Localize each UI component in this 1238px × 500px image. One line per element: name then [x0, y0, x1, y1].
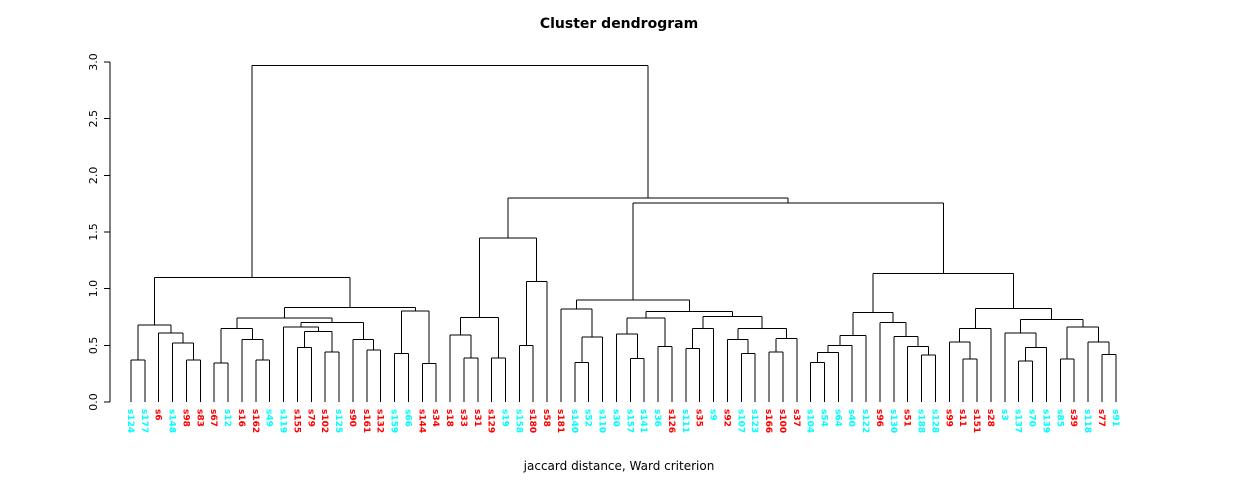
leaf-label: s11 — [957, 409, 967, 427]
y-tick-label: 0.0 — [87, 393, 100, 411]
leaf-label: s125 — [333, 409, 343, 433]
leaf-label: s119 — [278, 409, 288, 433]
leaf-label: s33 — [458, 409, 468, 427]
leaf-label: s70 — [1027, 409, 1037, 427]
leaf-label: s36 — [652, 409, 662, 427]
leaf-label: s28 — [985, 409, 995, 427]
leaf-label: s155 — [291, 409, 301, 433]
leaf-label: s132 — [375, 409, 385, 433]
leaf-label: s157 — [624, 409, 634, 433]
leaf-label: s144 — [416, 409, 426, 433]
dendrogram-lines — [104, 61, 1117, 403]
leaf-label: s19 — [499, 409, 509, 427]
leaf-label: s151 — [971, 409, 981, 433]
leaf-label: s129 — [486, 409, 496, 433]
leaf-label: s166 — [763, 409, 773, 433]
leaf-label: s92 — [721, 409, 731, 427]
leaf-label: s126 — [666, 409, 676, 433]
leaf-label: s128 — [929, 409, 939, 433]
leaf-label: s39 — [1068, 409, 1078, 427]
leaf-label: s188 — [916, 409, 926, 433]
leaf-label: s85 — [1054, 409, 1064, 427]
plot-xlabel: jaccard distance, Ward criterion — [523, 459, 715, 473]
leaf-label: s35 — [694, 409, 704, 427]
leaf-label: s40 — [846, 409, 856, 427]
leaf-label: s12 — [222, 409, 232, 427]
leaf-label: s91 — [1110, 409, 1120, 427]
leaf-label: s100 — [777, 409, 787, 433]
leaf-label: s83 — [194, 409, 204, 427]
leaf-label: s54 — [819, 409, 829, 427]
y-tick-label: 1.5 — [87, 223, 100, 241]
plot-title: Cluster dendrogram — [539, 16, 699, 32]
leaf-label: s18 — [444, 409, 454, 427]
leaf-label: s49 — [264, 409, 274, 427]
leaf-label: s181 — [555, 409, 565, 433]
leaf-label: s102 — [319, 409, 329, 433]
y-tick-label: 0.5 — [87, 337, 100, 355]
leaf-label: s30 — [610, 409, 620, 427]
leaf-label: s124 — [125, 409, 135, 433]
leaf-label: s148 — [167, 409, 177, 433]
leaf-label: s37 — [791, 409, 801, 427]
leaf-label: s64 — [832, 409, 842, 427]
y-tick-label: 3.0 — [87, 53, 100, 70]
leaf-label: s3 — [999, 409, 1009, 421]
leaf-label: s98 — [180, 409, 190, 427]
leaf-label: s158 — [513, 409, 523, 433]
leaf-label: s104 — [805, 409, 815, 433]
leaf-label: s99 — [943, 409, 953, 427]
leaf-label: s67 — [208, 409, 218, 427]
leaf-label: s6 — [153, 409, 163, 421]
leaf-label: s52 — [583, 409, 593, 427]
leaf-label: s161 — [361, 409, 371, 433]
y-tick-label: 1.0 — [87, 280, 100, 298]
leaf-label: s9 — [708, 409, 718, 421]
leaf-label: s162 — [250, 409, 260, 433]
leaf-label: s123 — [749, 409, 759, 433]
leaf-label: s51 — [902, 409, 912, 427]
leaf-label: s141 — [638, 409, 648, 433]
leaf-label: s122 — [860, 409, 870, 433]
leaf-label: s90 — [347, 409, 357, 427]
leaf-label: s140 — [569, 409, 579, 433]
leaf-label: s79 — [305, 409, 315, 427]
leaf-label: s96 — [874, 409, 884, 427]
leaf-label: s137 — [1013, 409, 1023, 433]
leaf-label: s139 — [1040, 409, 1050, 433]
leaf-label: s130 — [888, 409, 898, 433]
leaf-label: s107 — [735, 409, 745, 433]
leaf-label: s177 — [139, 409, 149, 433]
leaf-label: s66 — [402, 409, 412, 427]
leaf-label: s159 — [389, 409, 399, 433]
leaf-label: s111 — [680, 409, 690, 433]
leaf-label: s180 — [527, 409, 537, 433]
y-tick-label: 2.5 — [87, 110, 100, 128]
leaf-label: s110 — [597, 409, 607, 433]
leaf-label: s58 — [541, 409, 551, 427]
leaf-label: s16 — [236, 409, 246, 427]
leaf-label: s34 — [430, 409, 440, 427]
y-tick-label: 2.0 — [87, 167, 100, 185]
leaf-label: s31 — [472, 409, 482, 427]
leaf-label: s118 — [1082, 409, 1092, 433]
leaf-label: s77 — [1096, 409, 1106, 427]
